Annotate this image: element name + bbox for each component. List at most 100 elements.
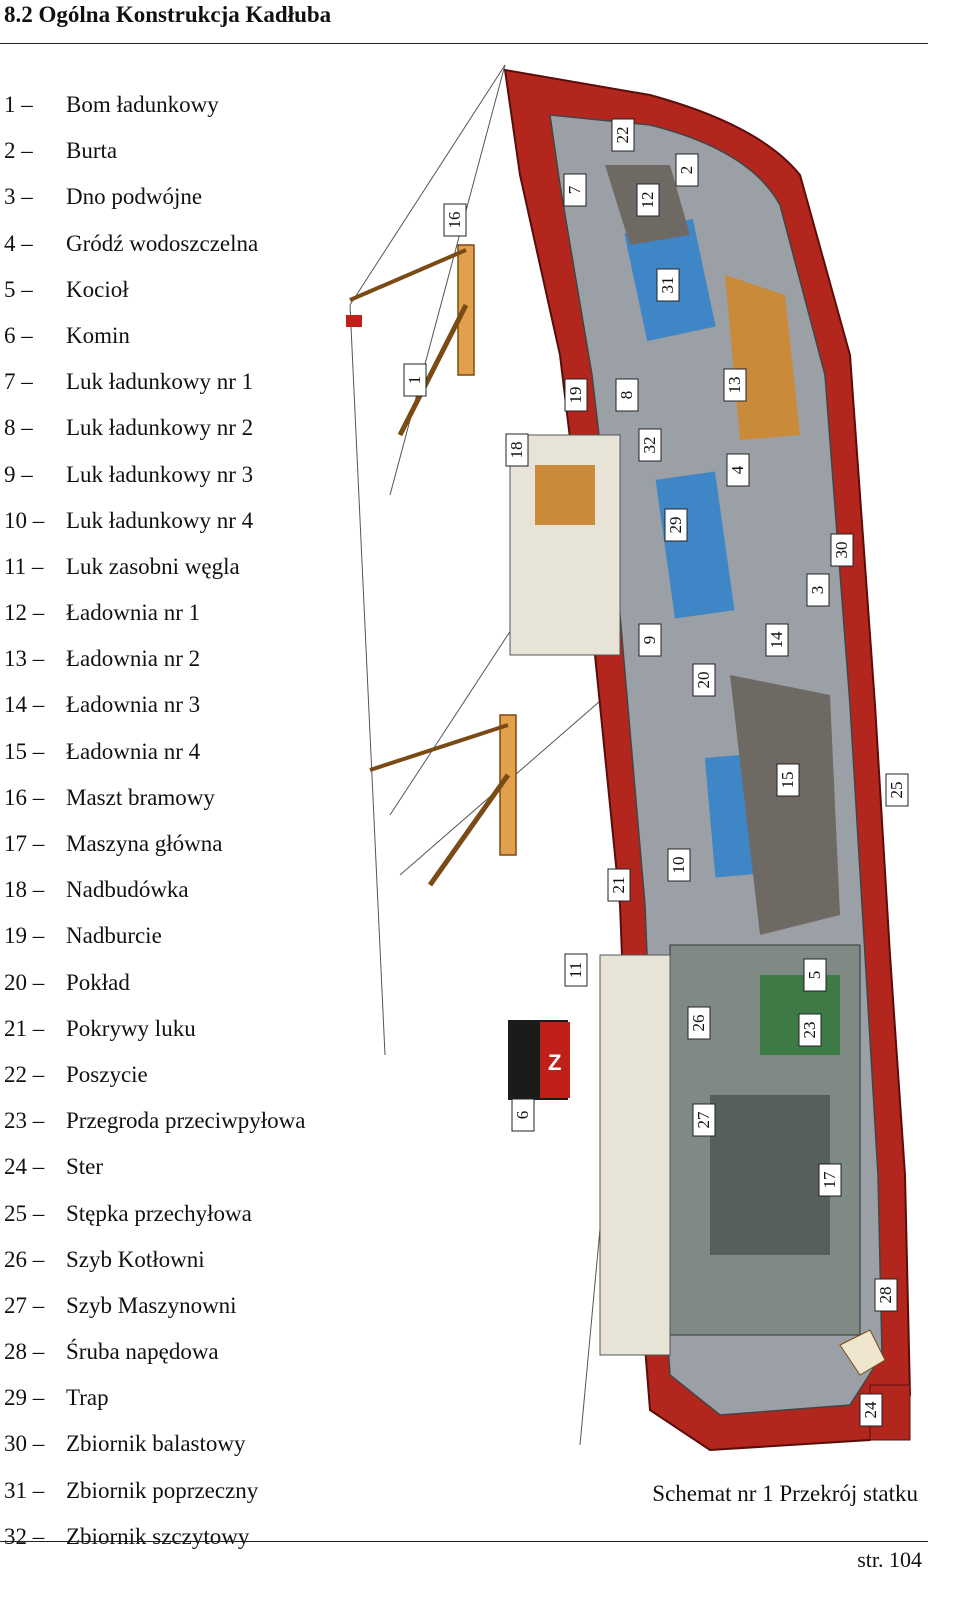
legend-number: 23 – (4, 1108, 45, 1134)
footer-divider (0, 1541, 928, 1542)
legend-item: 4 –Gródź wodoszczelna (4, 225, 258, 271)
callout-tag: 28 (874, 1278, 898, 1312)
legend-label: Zbiornik balastowy (66, 1431, 246, 1457)
callout-tag: 14 (765, 623, 789, 657)
masts (349, 244, 517, 887)
legend-item: 28 –Śruba napędowa (4, 1333, 219, 1379)
callout-tag: 10 (667, 848, 691, 882)
legend-item: 14 –Ładownia nr 3 (4, 686, 200, 732)
legend-label: Ładownia nr 1 (66, 600, 201, 626)
callout-tag-number: 26 (689, 1015, 708, 1032)
legend-label: Luk ładunkowy nr 2 (66, 415, 254, 441)
callout-tag-number: 12 (638, 192, 657, 209)
legend-item: 7 –Luk ładunkowy nr 1 (4, 363, 253, 409)
legend-label: Śruba napędowa (66, 1339, 219, 1365)
legend-label: Stępka przechyłowa (66, 1200, 252, 1226)
callout-tag: 1 (403, 363, 427, 397)
legend-item: 24 – Ster (4, 1148, 103, 1194)
callout-tag: 4 (726, 453, 750, 487)
callout-tag-number: 28 (876, 1287, 895, 1304)
callout-tag: 5 (803, 958, 827, 992)
callout-tag-number: 2 (677, 166, 696, 175)
legend-number: 29 – (4, 1385, 45, 1411)
legend-item: 6 –Komin (4, 317, 130, 363)
callout-tag-number: 10 (669, 857, 688, 874)
header-divider (0, 43, 928, 44)
legend-label: Szyb Maszynowni (66, 1292, 237, 1318)
legend-label: Nadburcie (66, 923, 162, 949)
callout-tag-number: 30 (832, 542, 851, 559)
callout-tag-number: 17 (820, 1171, 839, 1189)
legend-item: 2 –Burta (4, 132, 117, 178)
legend-label: Ładownia nr 4 (66, 738, 201, 764)
callout-tag-number: 24 (861, 1401, 880, 1419)
legend-item: 31 –Zbiornik poprzeczny (4, 1472, 258, 1518)
legend-number: 6 – (4, 322, 33, 348)
legend-item: 11 –Luk zasobni węgla (4, 548, 240, 594)
callout-tag-number: 11 (566, 962, 585, 978)
legend-number: 1 – (4, 92, 33, 117)
callout-tag-number: 19 (566, 387, 585, 404)
callout-tag-number: 1 (405, 376, 424, 385)
legend-number: 22 – (4, 1061, 45, 1087)
legend-number: 2 – (4, 138, 33, 164)
main-engine (710, 1095, 830, 1255)
legend-label: Luk ładunkowy nr 4 (66, 507, 254, 533)
legend-number: 12 – (4, 600, 45, 626)
callout-tag-number: 7 (565, 185, 584, 194)
legend-label: Poszycie (66, 1061, 148, 1087)
legend-number: 7 – (4, 369, 33, 395)
callout-tag-number: 8 (617, 391, 636, 400)
callout-tag: 31 (656, 268, 680, 302)
callout-tag: 32 (638, 428, 662, 462)
callout-tag: 30 (830, 533, 854, 567)
cargo-bulk (730, 675, 840, 935)
legend-item: 10 – Luk ładunkowy nr 4 (4, 502, 253, 548)
legend-number: 21 – (4, 1015, 45, 1041)
section-title: 8.2 Ogólna Konstrukcja Kadłuba (4, 2, 332, 27)
legend-number: 16 – (4, 784, 45, 810)
callout-tag-number: 15 (778, 772, 797, 789)
callout-tag: 22 (611, 118, 635, 152)
legend-number: 10 – (4, 507, 45, 533)
callout-tag: 23 (798, 1013, 822, 1047)
legend-item: 8 – Luk ładunkowy nr 2 (4, 409, 253, 455)
legend-item: 9 –Luk ładunkowy nr 3 (4, 456, 253, 502)
callout-tag: 15 (776, 763, 800, 797)
legend-number: 17 – (4, 831, 45, 856)
legend-item: 3 –Dno podwójne (4, 178, 202, 224)
callout-tag-number: 14 (767, 631, 786, 649)
legend-item: 18 –Nadbudówka (4, 871, 189, 917)
legend-label: Ładownia nr 3 (66, 692, 201, 718)
callout-tag-number: 9 (640, 636, 659, 645)
legend-item: 12 – Ładownia nr 1 (4, 594, 200, 640)
legend-label: Luk zasobni węgla (66, 553, 240, 579)
legend-label: Szyb Kotłowni (66, 1246, 205, 1272)
callout-tag-number: 18 (507, 442, 526, 459)
legend-item: 5 –Kocioł (4, 271, 129, 317)
callout-tag: 24 (859, 1393, 883, 1427)
legend-label: Dno podwójne (66, 184, 203, 210)
legend-label: Ster (66, 1154, 104, 1180)
legend-item: 16 –Maszt bramowy (4, 779, 215, 825)
legend-label: Luk ładunkowy nr 3 (66, 461, 254, 487)
legend-label: Zbiornik poprzeczny (66, 1477, 259, 1503)
bridge-wood (535, 465, 595, 525)
propeller (839, 1329, 886, 1376)
callout-tag: 3 (806, 573, 830, 607)
callout-tag: 29 (664, 508, 688, 542)
callout-tag: 18 (505, 433, 529, 467)
legend-label: Pokrywy luku (66, 1015, 196, 1041)
legend-label: Pokład (66, 969, 130, 995)
page-number: str. 104 (857, 1547, 922, 1572)
legend-item: 26 –Szyb Kotłowni (4, 1241, 205, 1287)
callout-tag: 12 (636, 183, 660, 217)
legend-number: 8 – (4, 415, 33, 441)
legend-number: 24 – (4, 1154, 45, 1180)
callout-tag: 17 (818, 1163, 842, 1197)
callout-tag-number: 32 (640, 437, 659, 454)
legend-number: 18 – (4, 877, 45, 903)
legend-item: 15 –Ładownia nr 4 (4, 733, 200, 779)
